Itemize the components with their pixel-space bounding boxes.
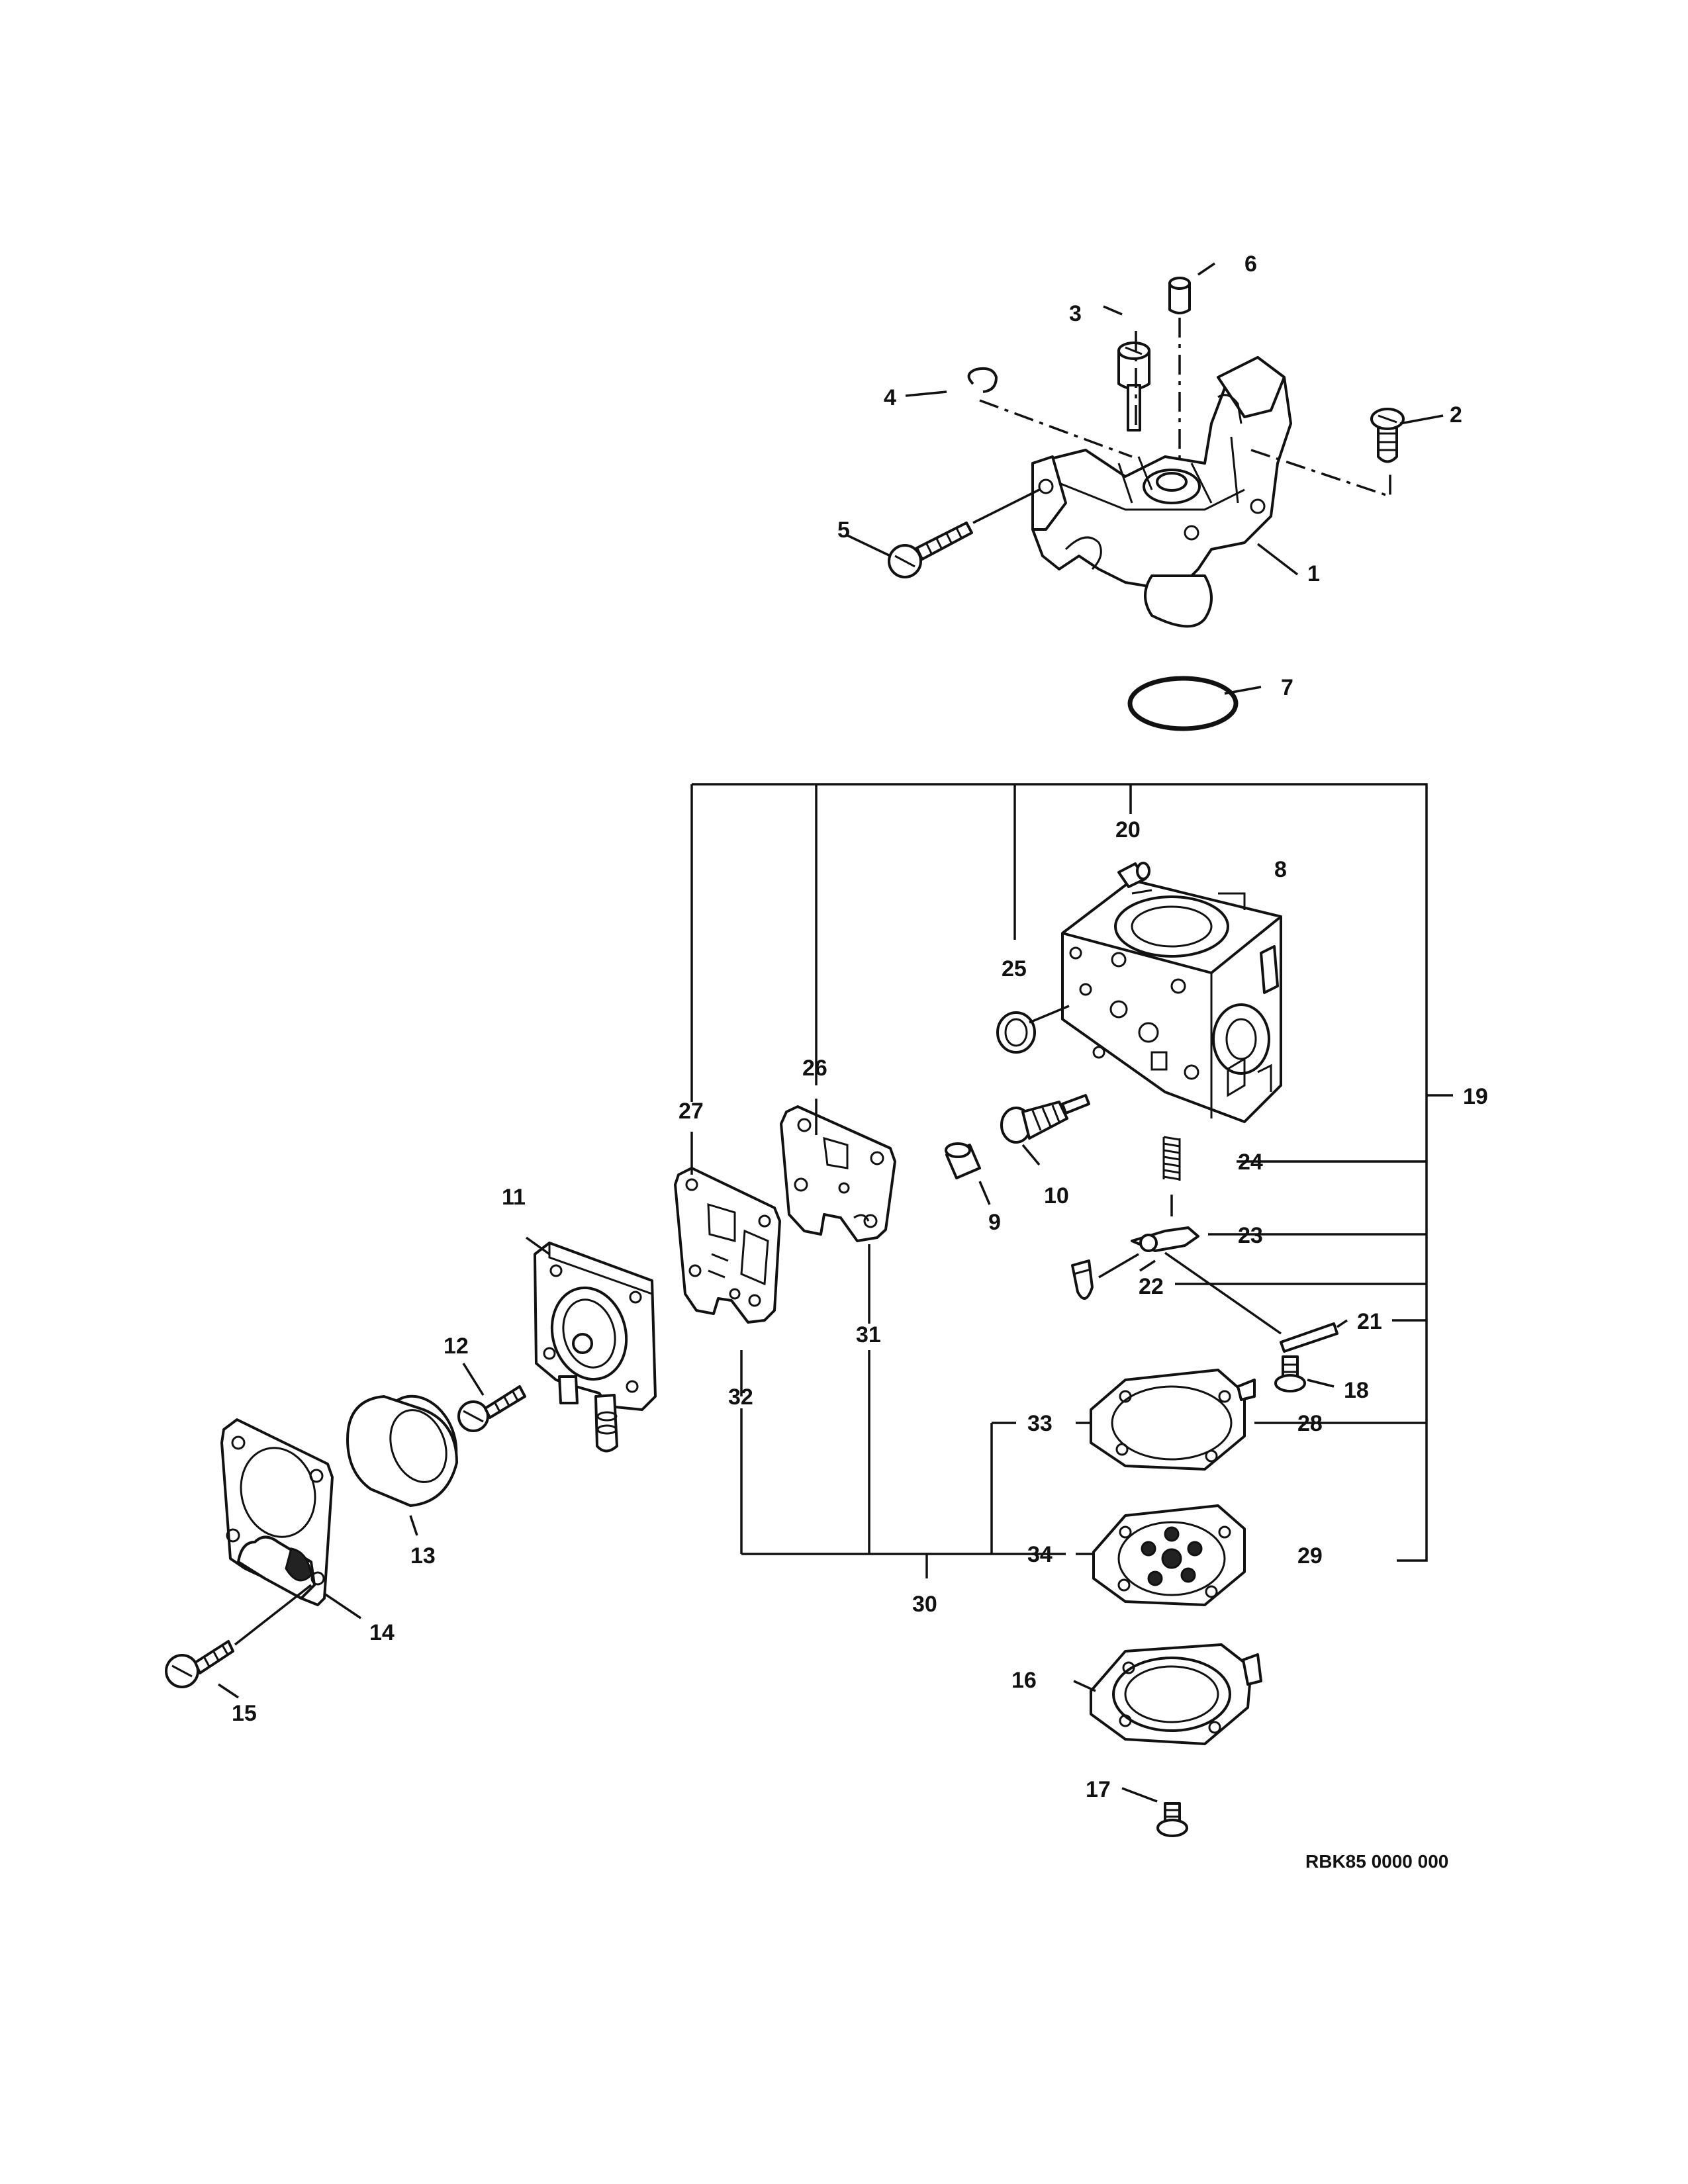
callout-6: 6: [1244, 251, 1257, 277]
callout-31: 31: [856, 1322, 881, 1347]
part-13-primer-bulb: [346, 1394, 458, 1536]
part-17-screw: [1121, 1787, 1188, 1837]
part-6-cap: [1168, 277, 1191, 314]
callout-12: 12: [444, 1334, 469, 1359]
part-27-gasket: [674, 1167, 781, 1324]
part-20-plug: [1117, 862, 1150, 888]
part-26-gasket: [780, 1105, 896, 1242]
part-22-needle: [1071, 1253, 1156, 1300]
part-21-pin: [1164, 1251, 1348, 1353]
callout-15: 15: [232, 1701, 257, 1726]
callout-23: 23: [1238, 1223, 1263, 1248]
part-7-o-ring: [1127, 676, 1239, 731]
callout-8: 8: [1274, 857, 1287, 882]
callout-10: 10: [1044, 1183, 1069, 1208]
callout-27: 27: [679, 1099, 704, 1124]
part-5-screw: [888, 522, 973, 578]
callout-21: 21: [1357, 1309, 1382, 1334]
lower-leaders: [525, 1099, 1041, 1396]
part-12-screw: [457, 1363, 526, 1432]
part-18-screw: [1274, 1355, 1335, 1392]
callout-3: 3: [1069, 301, 1082, 326]
callout-24: 24: [1238, 1150, 1263, 1175]
callout-22: 22: [1139, 1274, 1164, 1299]
callout-4: 4: [884, 385, 896, 410]
part-9-plug: [945, 1142, 981, 1179]
part-11-pump-cover: [534, 1242, 657, 1453]
part-24-spring: [1162, 1136, 1181, 1216]
callout-30: 30: [912, 1592, 937, 1617]
part-2-screw: [1370, 408, 1405, 463]
callout-1: 1: [1307, 561, 1320, 586]
callout-9: 9: [988, 1210, 1001, 1235]
callout-29: 29: [1297, 1543, 1323, 1569]
part-16-cover: [1073, 1643, 1262, 1745]
part-10-needle-screw: [1000, 1094, 1090, 1144]
part-3-adjust-screw: [1117, 341, 1150, 432]
callout-14: 14: [369, 1620, 395, 1645]
part-29-pump-diaphragm: [1092, 1504, 1246, 1606]
part-14-plate: [220, 1418, 361, 1619]
part-25-ring: [996, 1005, 1070, 1054]
callout-7: 7: [1281, 675, 1293, 700]
part-15-screw: [165, 1584, 312, 1699]
part-23-lever: [1131, 1226, 1199, 1252]
callout-18: 18: [1344, 1378, 1369, 1403]
part-28-gasket: [1090, 1369, 1256, 1471]
callout-33: 33: [1027, 1411, 1053, 1436]
callout-17: 17: [1086, 1777, 1111, 1802]
part-1-throttle-body: [1031, 356, 1292, 628]
callout-25: 25: [1002, 956, 1027, 981]
assembly-bracket-lines: [690, 783, 1453, 1578]
part-8-carburetor-body: [1061, 879, 1282, 1123]
callout-20: 20: [1115, 817, 1141, 842]
callout-32: 32: [728, 1385, 753, 1410]
callout-19: 19: [1463, 1084, 1488, 1109]
callout-5: 5: [837, 518, 850, 543]
top-assembly-leaders: [845, 262, 1444, 695]
callout-labels: 1 2 3 4 5 6 7 8 9 10 11 12 13 14 15 16 1…: [232, 251, 1488, 1802]
callout-13: 13: [410, 1543, 436, 1569]
callout-2: 2: [1450, 402, 1462, 428]
callout-26: 26: [802, 1056, 827, 1081]
part-4-clip: [967, 367, 998, 393]
callout-34: 34: [1027, 1542, 1053, 1567]
callout-11: 11: [502, 1185, 526, 1210]
drawing-code: RBK85 0000 000: [1305, 1851, 1448, 1872]
callout-28: 28: [1297, 1411, 1323, 1436]
callout-16: 16: [1011, 1668, 1037, 1693]
